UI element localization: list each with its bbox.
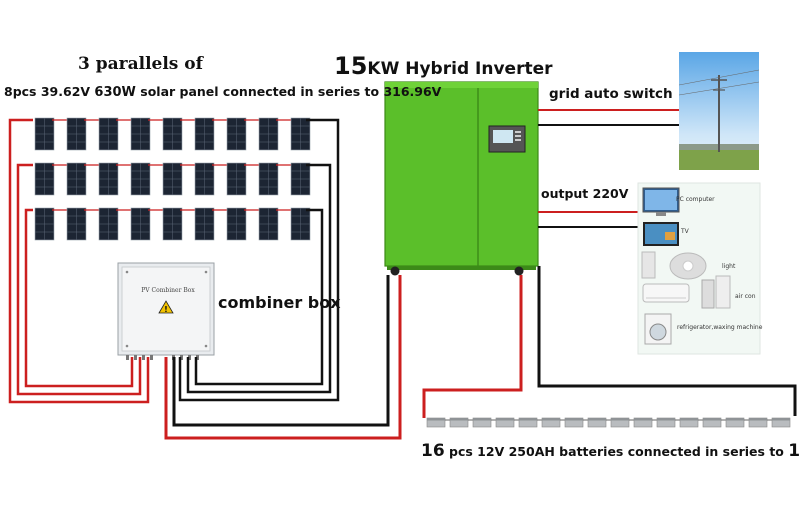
solar-panel xyxy=(227,118,246,150)
light-icon xyxy=(642,252,655,278)
solar-panel xyxy=(291,163,310,195)
solar-panel xyxy=(227,163,246,195)
battery xyxy=(657,418,675,427)
panel-spec-watt: 630W xyxy=(94,85,135,100)
appliance-label-light: light xyxy=(722,263,735,270)
appliance-label-aircon: air con xyxy=(735,293,756,300)
output-voltage-label: output 220V xyxy=(541,186,628,201)
solar-panel xyxy=(99,118,118,150)
battery xyxy=(680,418,698,427)
solar-panel xyxy=(259,118,278,150)
battery-count: 16 xyxy=(421,441,445,461)
solar-panel xyxy=(99,163,118,195)
battery xyxy=(749,418,767,427)
inverter-label: 15KW Hybrid Inverter xyxy=(334,52,553,80)
solar-panel xyxy=(131,163,150,195)
solar-panel xyxy=(227,208,246,240)
panel-spec-suffix: solar panel connected in series to 316.9… xyxy=(140,84,441,99)
battery xyxy=(772,418,790,427)
solar-panel xyxy=(67,163,86,195)
battery xyxy=(703,418,721,427)
panel-spec-prefix: 8pcs 39.62V xyxy=(4,84,90,99)
svg-text:!: ! xyxy=(164,305,168,314)
solar-panel xyxy=(163,118,182,150)
battery xyxy=(634,418,652,427)
solar-panel xyxy=(291,208,310,240)
battery xyxy=(565,418,583,427)
battery-bank xyxy=(427,418,790,427)
solar-panel xyxy=(163,208,182,240)
appliance-label-fridge: refrigerator,waxing machine xyxy=(677,324,762,331)
solar-panel xyxy=(195,118,214,150)
parallels-label: 3 parallels of xyxy=(78,54,203,74)
solar-panel xyxy=(131,118,150,150)
solar-panel xyxy=(259,208,278,240)
solar-panel xyxy=(291,118,310,150)
appliance-label-tv: TV xyxy=(681,228,689,235)
battery xyxy=(611,418,629,427)
output-wiring xyxy=(538,212,650,227)
solar-panel xyxy=(259,163,278,195)
solar-panel xyxy=(195,163,214,195)
solar-panel xyxy=(163,163,182,195)
battery xyxy=(519,418,537,427)
solar-panel xyxy=(99,208,118,240)
inverter-wheel-right xyxy=(515,267,524,276)
panel-spec-label: 8pcs 39.62V 630W solar panel connected i… xyxy=(4,84,441,100)
battery-bank-label: 16 pcs 12V 250AH batteries connected in … xyxy=(421,441,800,461)
solar-panel-array xyxy=(35,118,310,240)
combiner-box-title: PV Combiner Box xyxy=(141,287,195,294)
battery xyxy=(496,418,514,427)
solar-panel xyxy=(35,208,54,240)
battery xyxy=(726,418,744,427)
inverter-wheel-left xyxy=(391,267,400,276)
refrigerator-icon xyxy=(702,280,714,308)
appliance-label-pc: PC computer xyxy=(676,196,715,203)
solar-panel xyxy=(35,118,54,150)
battery xyxy=(588,418,606,427)
battery-spec-text: pcs 12V 250AH batteries connected in ser… xyxy=(449,444,784,459)
inverter-power-text: KW Hybrid Inverter xyxy=(367,59,552,79)
battery xyxy=(542,418,560,427)
air-conditioner-icon xyxy=(643,284,689,302)
hybrid-inverter xyxy=(385,82,538,276)
solar-panel xyxy=(131,208,150,240)
solar-panel xyxy=(195,208,214,240)
grid-wiring xyxy=(538,110,680,125)
inverter-power-number: 15 xyxy=(334,52,367,80)
battery-voltage: 192V xyxy=(788,441,800,461)
solar-panel xyxy=(67,208,86,240)
solar-panel xyxy=(35,163,54,195)
combiner-box: PV Combiner Box ! xyxy=(118,263,214,360)
combiner-box-label: combiner box xyxy=(218,293,341,312)
grid-switch-label: grid auto switch xyxy=(549,86,673,102)
battery xyxy=(427,418,445,427)
battery xyxy=(473,418,491,427)
solar-panel xyxy=(67,118,86,150)
grid-power-line-image xyxy=(679,52,759,170)
battery xyxy=(450,418,468,427)
